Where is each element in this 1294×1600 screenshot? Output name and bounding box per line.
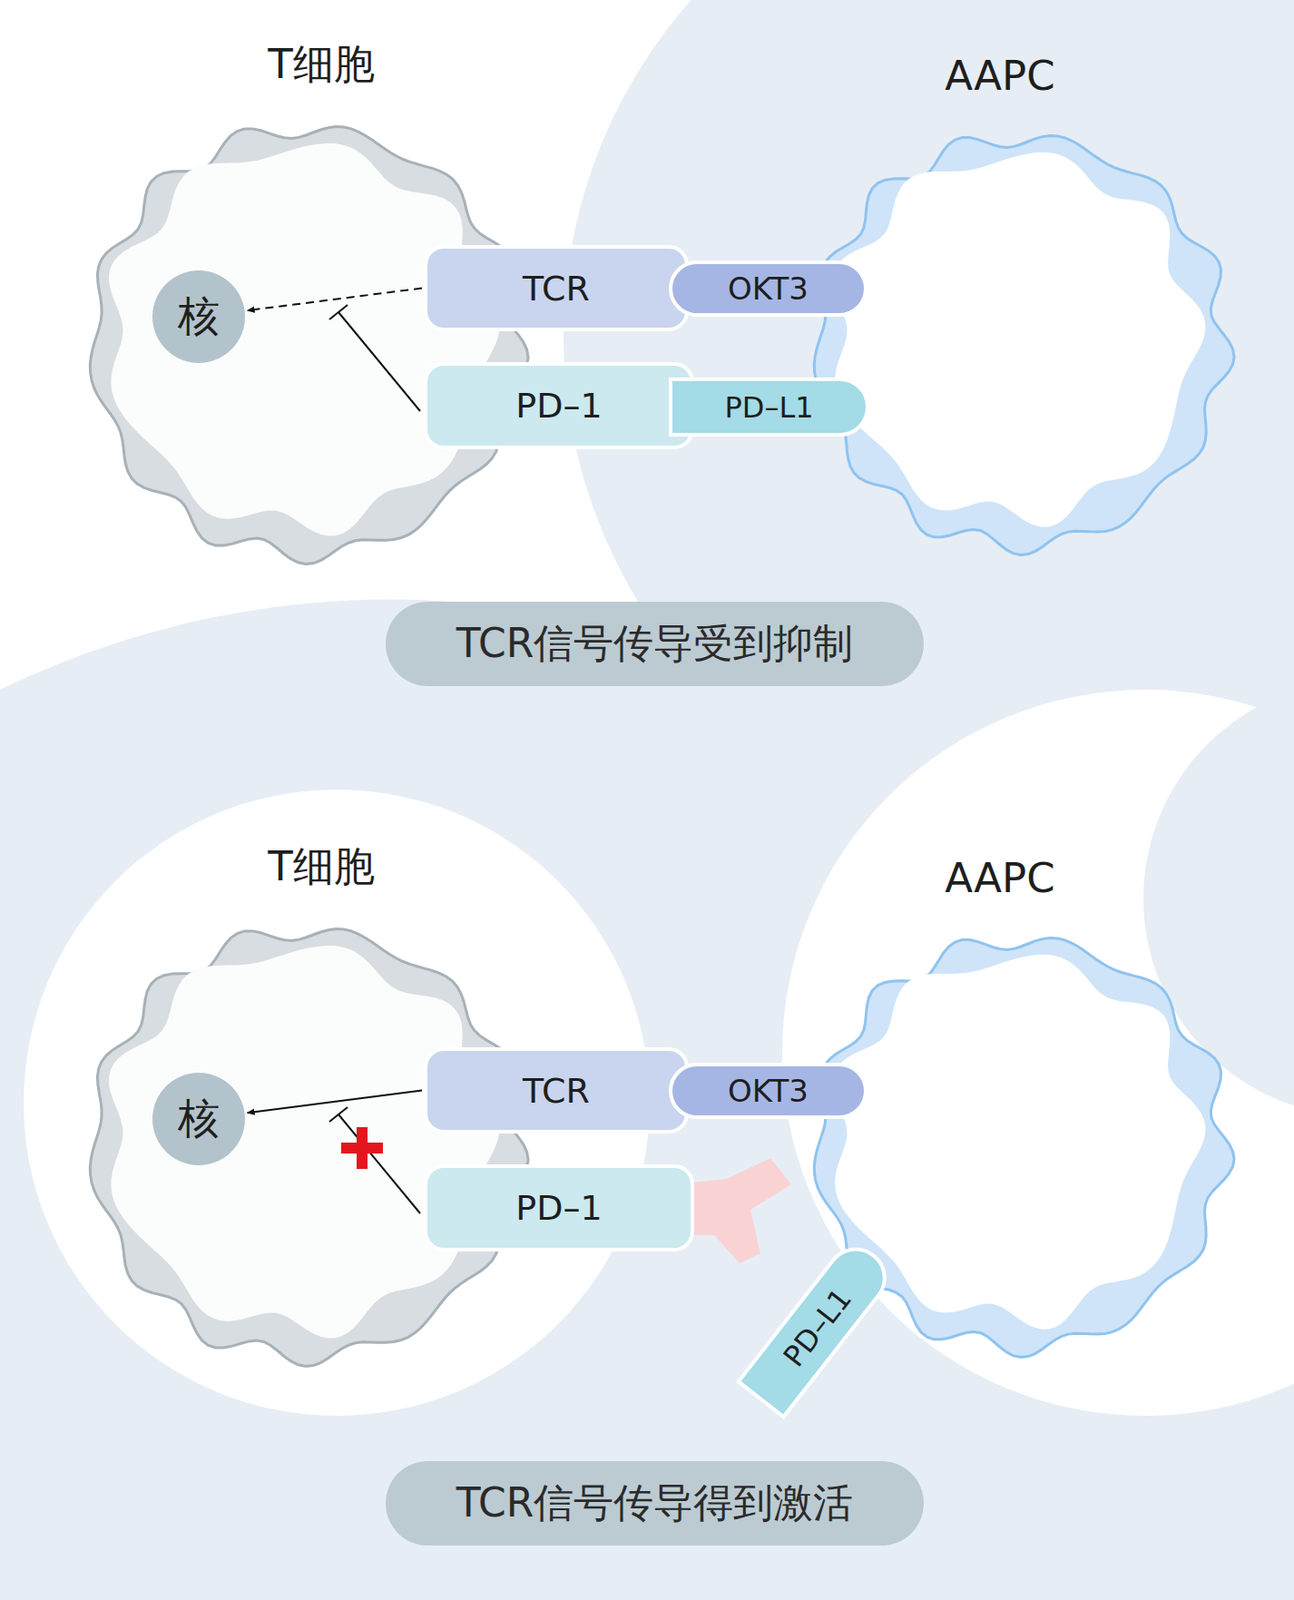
cell-shape [78,917,533,1372]
receptor-box: TCR [423,245,689,332]
caption-text: TCR信号传导得到激活 [456,1476,854,1530]
nucleus-label: 核 [177,1090,220,1147]
caption-text: TCR信号传导受到抑制 [456,617,854,671]
receptor-label: TCR [522,268,590,309]
receptor-box: TCR [423,1047,689,1134]
aapc-cell: AAPC [803,124,1239,560]
receptor-label: PD–1 [515,1187,602,1228]
cell-heading: AAPC [944,853,1055,902]
caption-pill: TCR信号传导得到激活 [385,1460,924,1546]
receptor-label: PD–1 [515,385,602,426]
receptor-box: PD–L1 [668,377,870,437]
receptor-label: OKT3 [727,1072,809,1109]
t-cell: T细胞核 [78,917,533,1372]
cell-shape [803,124,1239,560]
cell-heading: AAPC [944,51,1055,100]
background-blob [23,789,650,1416]
nucleus: 核 [152,270,246,363]
t-cell: T细胞核 [78,115,533,569]
receptor-label: OKT3 [727,270,809,307]
cell-shape [78,115,533,569]
receptor-label: PD–L1 [724,390,814,425]
nucleus: 核 [152,1072,246,1166]
receptor-box: PD–1 [423,1164,695,1252]
receptor-box: PD–1 [423,362,695,450]
receptor-label: TCR [522,1070,590,1111]
cell-heading: T细胞 [267,839,375,894]
nucleus-label: 核 [177,288,220,345]
receptor-box: OKT3 [668,260,868,317]
receptor-box: OKT3 [668,1062,868,1119]
caption-pill: TCR信号传导受到抑制 [385,601,924,687]
cell-heading: T细胞 [267,37,375,92]
